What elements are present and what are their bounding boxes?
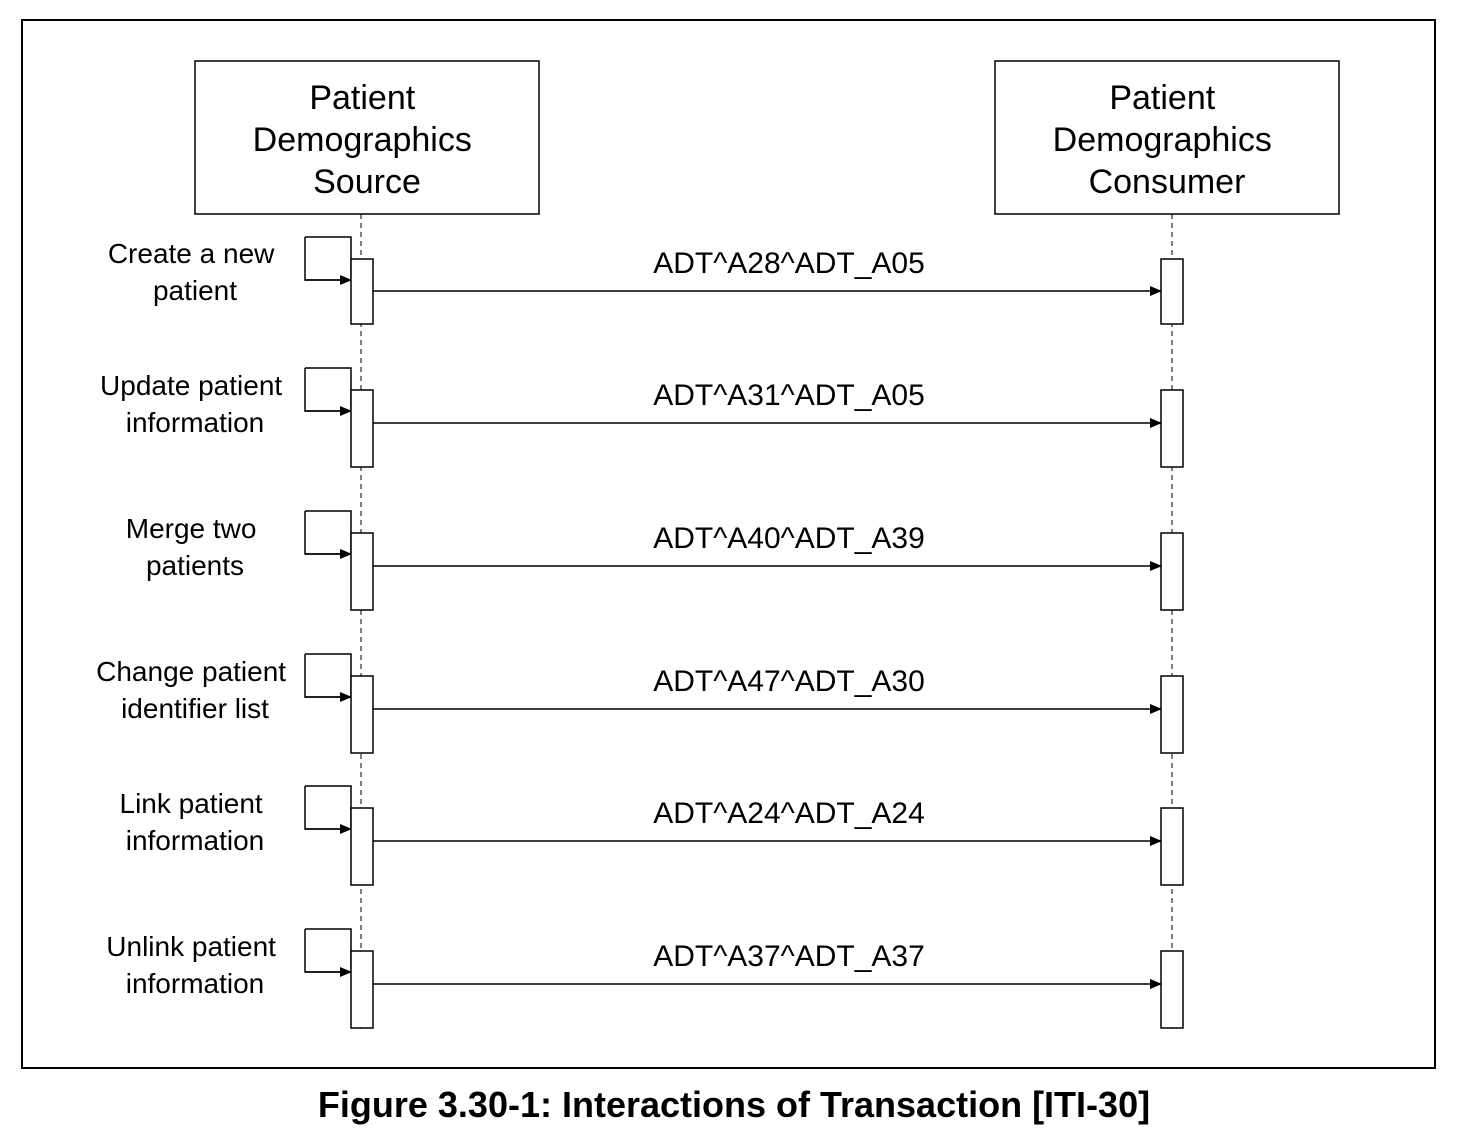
trigger-label-line: Link patient: [120, 788, 263, 819]
trigger-label-line: patients: [146, 550, 244, 581]
interaction-row: Change patient identifier list ADT^A47^A…: [96, 653, 1184, 754]
trigger-label: Unlink patient information: [106, 931, 283, 999]
diagram-frame: [21, 19, 1436, 1069]
consumer-activation-bar: [1160, 389, 1184, 468]
consumer-actor-label: Patient Demographics Consumer: [1053, 79, 1282, 201]
message-label: ADT^A37^ADT_A37: [653, 940, 925, 973]
interaction-row: Merge two patients ADT^A40^ADT_A39: [126, 510, 1184, 611]
consumer-actor-box: [994, 60, 1340, 215]
consumer-actor-label-line: Demographics: [1053, 121, 1272, 159]
consumer-activation-bar: [1160, 258, 1184, 325]
trigger-label-line: Merge two: [126, 513, 257, 544]
message-label: ADT^A31^ADT_A05: [653, 379, 925, 412]
trigger-label: Link patient information: [120, 788, 271, 856]
interaction-row: Unlink patient information ADT^A37^ADT_A…: [106, 928, 1184, 1029]
source-activation-bar: [350, 532, 374, 611]
trigger-label-line: Change patient: [96, 656, 286, 687]
source-actor-label-line: Demographics: [253, 121, 472, 159]
self-call-arrow: [304, 367, 352, 412]
message-label: ADT^A47^ADT_A30: [653, 665, 925, 698]
trigger-label: Change patient identifier list: [96, 656, 294, 724]
source-actor-label-line: Source: [313, 163, 421, 201]
consumer-actor-label-line: Consumer: [1089, 163, 1246, 201]
source-activation-bar: [350, 675, 374, 754]
consumer-activation-bar: [1160, 950, 1184, 1029]
source-activation-bar: [350, 389, 374, 468]
trigger-label: Update patient information: [100, 370, 290, 438]
source-activation-bar: [350, 950, 374, 1029]
trigger-label-line: information: [126, 407, 265, 438]
message-label: ADT^A28^ADT_A05: [653, 247, 925, 280]
source-activation-bar: [350, 807, 374, 886]
self-call-arrow: [304, 928, 352, 973]
trigger-label-line: patient: [153, 275, 237, 306]
self-call-arrow: [304, 510, 352, 555]
source-actor-box: [194, 60, 540, 215]
self-call-arrow: [304, 653, 352, 698]
source-actor-label: Patient Demographics Source: [253, 79, 482, 201]
trigger-label: Create a new patient: [108, 238, 282, 306]
trigger-label-line: information: [126, 968, 265, 999]
source-actor-label-line: Patient: [309, 79, 415, 117]
consumer-activation-bar: [1160, 532, 1184, 611]
interaction-row: Create a new patient ADT^A28^ADT_A05: [108, 236, 1184, 325]
trigger-label-line: identifier list: [121, 693, 269, 724]
source-activation-bar: [350, 258, 374, 325]
interaction-row: Update patient information ADT^A31^ADT_A…: [100, 367, 1184, 468]
trigger-label: Merge two patients: [126, 513, 265, 581]
interaction-row: Link patient information ADT^A24^ADT_A24: [120, 785, 1184, 886]
trigger-label-line: information: [126, 825, 265, 856]
consumer-activation-bar: [1160, 675, 1184, 754]
self-call-arrow: [304, 236, 352, 281]
figure-caption: Figure 3.30-1: Interactions of Transacti…: [317, 1084, 1151, 1125]
consumer-actor-label-line: Patient: [1109, 79, 1215, 117]
self-call-arrow: [304, 785, 352, 830]
trigger-label-line: Update patient: [100, 370, 282, 401]
trigger-label-line: Create a new: [108, 238, 275, 269]
trigger-label-line: Unlink patient: [106, 931, 276, 962]
message-label: ADT^A24^ADT_A24: [653, 797, 925, 830]
message-label: ADT^A40^ADT_A39: [653, 522, 925, 555]
consumer-activation-bar: [1160, 807, 1184, 886]
